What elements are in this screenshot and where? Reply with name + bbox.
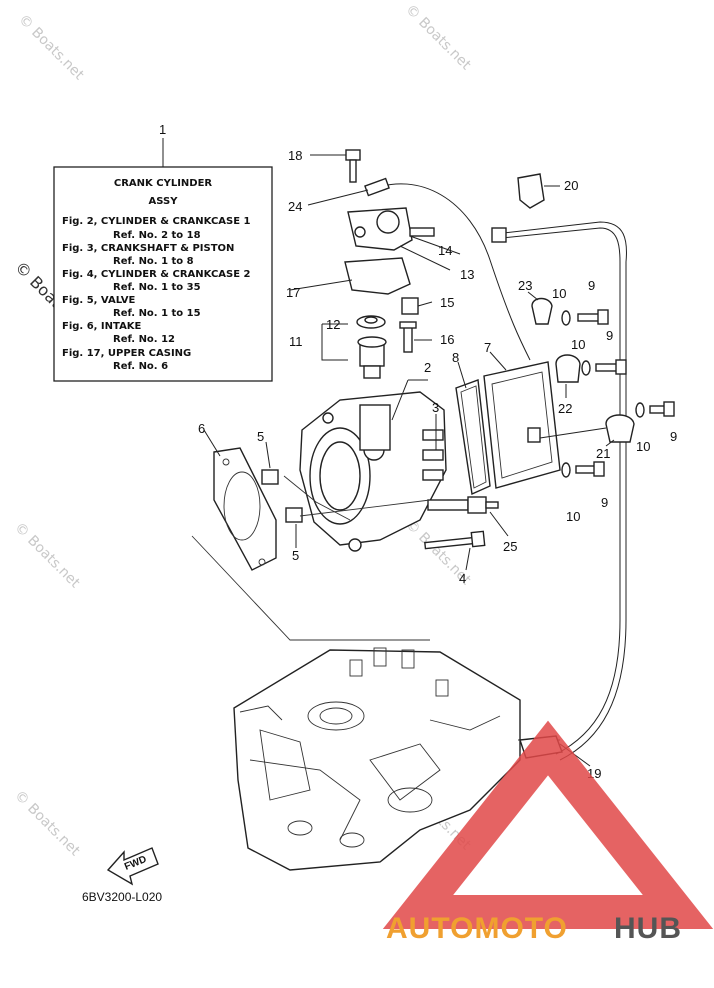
head-gasket-part-6 [203,429,277,571]
callout-10-b: 10 [571,337,585,352]
info-line: Fig. 2, CYLINDER & CRANKCASE 1 [62,216,251,227]
callout-labels: 1 18 24 20 14 13 17 15 12 16 11 23 10 9 … [159,122,677,781]
callout-7: 7 [484,340,491,355]
callout-2: 2 [424,360,431,375]
callout-10-d: 10 [566,509,580,524]
callout-9-b: 9 [606,328,613,343]
callout-6: 6 [198,421,205,436]
info-line: Fig. 17, UPPER CASING [62,348,191,359]
callout-10-c: 10 [636,439,650,454]
diagram-code: 6BV3200-L020 [82,890,162,904]
clamp-part-23 [527,291,553,325]
callout-13: 13 [460,267,474,282]
info-line: Ref. No. 1 to 15 [113,308,201,319]
info-title-line1: CRANK CYLINDER [114,178,213,189]
callout-22: 22 [558,401,572,416]
callout-15: 15 [440,295,454,310]
info-line: Ref. No. 2 to 18 [113,230,201,241]
logo-triangle-icon [382,720,714,929]
callout-8: 8 [452,350,459,365]
callout-14: 14 [438,243,452,258]
brand-logo: AUTOMOTO HUB [382,720,714,945]
clamp-part-22 [555,354,581,398]
bolt-part-18 [310,149,361,183]
fwd-arrow-icon: FWD [106,847,159,886]
callout-21: 21 [596,446,610,461]
cable-end-part-24 [307,177,390,206]
info-line: Ref. No. 1 to 35 [113,282,201,293]
gasket-part-8 [455,361,491,496]
callout-5-b: 5 [292,548,299,563]
callout-4: 4 [459,571,466,586]
info-box: CRANK CYLINDER ASSY Fig. 2, CYLINDER & C… [53,138,273,382]
info-line: Fig. 6, INTAKE [62,321,142,332]
callout-20: 20 [564,178,578,193]
info-line: Ref. No. 12 [113,334,175,345]
info-line: Fig. 3, CRANKSHAFT & PISTON [62,243,234,254]
info-title-line2: ASSY [149,196,179,207]
clamp-part-21 [539,414,635,447]
callout-9-a: 9 [588,278,595,293]
dowel-pins-part-5 [261,441,303,548]
callout-10-a: 10 [552,286,566,301]
fitting-parts-15-16 [399,297,433,353]
callout-9-d: 9 [601,495,608,510]
thermostat-part-11 [321,315,387,379]
brand-name-part2: HUB [614,912,682,945]
info-line: Ref. No. 1 to 8 [113,256,194,267]
thermostat-cover [347,207,461,271]
info-line: Ref. No. 6 [113,361,168,372]
brand-name-part1: AUTOMOTO [386,912,568,945]
callout-12: 12 [326,317,340,332]
watermark-text: © Boats.net [402,2,474,74]
callout-17: 17 [286,285,300,300]
bolt-washer-set [561,309,675,478]
gasket-part-17 [289,257,411,295]
cylinder-head-block [299,379,447,552]
callout-25: 25 [503,539,517,554]
callout-11: 11 [289,334,303,349]
callout-23: 23 [518,278,532,293]
watermark-text: © Boats.net [15,12,87,84]
info-line: Fig. 4, CYLINDER & CRANKCASE 2 [62,269,251,280]
callout-3: 3 [432,400,439,415]
cables [369,183,627,761]
watermark-text: © Boats.net [11,520,83,592]
callout-18: 18 [288,148,302,163]
callout-16: 16 [440,332,454,347]
info-line: Fig. 5, VALVE [62,295,135,306]
spark-plug-part-25 [427,496,509,537]
watermark-text: © Boats.net [11,788,83,860]
reference-lines [191,475,431,641]
bolt-part-4 [424,530,486,571]
crankcase-block [233,647,560,871]
callout-1: 1 [159,122,166,137]
clamp-part-20 [517,173,560,209]
callout-24: 24 [288,199,302,214]
callout-9-c: 9 [670,429,677,444]
callout-5-a: 5 [257,429,264,444]
head-cover-part-7 [483,351,561,489]
